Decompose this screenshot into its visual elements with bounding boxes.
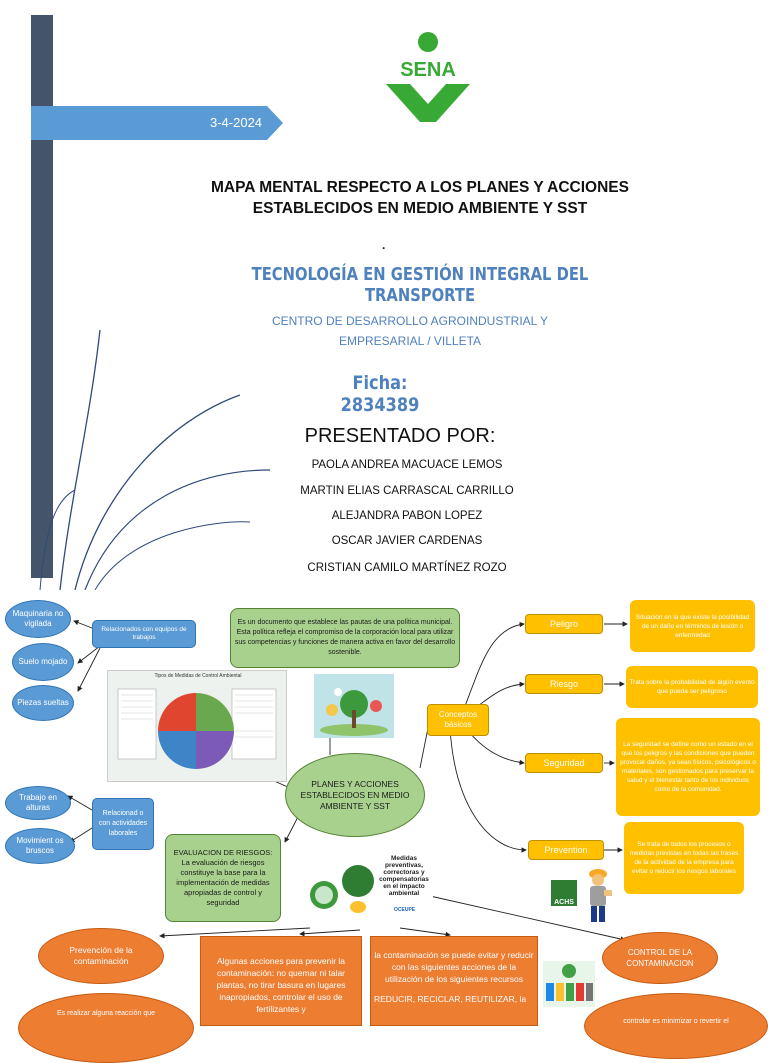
policy-definition: Es un documento que establece las pautas… — [230, 608, 460, 668]
concept-safety: Seguridad — [525, 753, 603, 773]
svg-text:SENA: SENA — [400, 59, 456, 81]
pollution-control-detail: controlar es minimizar o revertir el — [584, 993, 768, 1059]
training-center: CENTRO DE DESARROLLO AGROINDUSTRIAL Y EM… — [230, 311, 590, 351]
basic-concepts: Conceptos básicos — [427, 704, 489, 736]
concept-hazard: Peligro — [525, 614, 603, 634]
hazard-loose-parts: Piezas sueltas — [12, 685, 74, 721]
program-name: TECNOLOGÍA EN GESTIÓN INTEGRAL DEL TRANS… — [251, 264, 589, 306]
author-name: ALEJANDRA PABON LOPEZ — [331, 510, 483, 522]
control-measures-diagram: Tipos de Medidas de Control Ambiental — [107, 670, 287, 782]
activity-related-label: Relacionad o con actividades laborales — [92, 798, 154, 850]
recycling-bins-icon — [543, 961, 595, 1007]
author-name: CRISTIAN CAMILO MARTÍNEZ ROZO — [307, 562, 507, 574]
pie-diagram-graphic — [117, 688, 277, 769]
center-line-1: CENTRO DE DESARROLLO AGROINDUSTRIAL Y — [271, 314, 549, 328]
title-line-1: MAPA MENTAL RESPECTO A LOS PLANES Y ACCI… — [211, 179, 629, 196]
document-title: MAPA MENTAL RESPECTO A LOS PLANES Y ACCI… — [150, 177, 690, 219]
hazard-sudden-movements: Movimient os bruscos — [5, 828, 75, 864]
concept-prevention-definition: Se trata de todos los procesos o medidas… — [624, 822, 744, 894]
reduction-actions: la contaminación se puede evitar y reduc… — [370, 936, 538, 1026]
date-banner — [31, 106, 283, 140]
reduction-actions-text: la contaminación se puede evitar y reduc… — [374, 950, 534, 984]
pollution-prevention: Prevención de la contaminación — [38, 928, 164, 984]
decorative-curves — [39, 329, 271, 590]
author-name: OSCAR JAVIER CARDENAS — [331, 535, 483, 547]
center-line-2: EMPRESARIAL / VILLETA — [338, 334, 482, 348]
pollution-control: CONTROL DE LA CONTAMINACION — [602, 932, 718, 984]
ficha-number: Ficha: 2834389 — [340, 372, 420, 416]
concept-prevention: Prevention — [528, 840, 604, 860]
presented-by-heading: PRESENTADO POR: — [304, 425, 496, 447]
author-name: MARTIN ELIAS CARRASCAL CARRILLO — [300, 485, 514, 497]
concept-hazard-definition: Situación en la que existe la posibilida… — [630, 600, 755, 652]
risk-evaluation: EVALUACION DE RIESGOS: La evaluación de … — [165, 834, 281, 922]
concept-risk-definition: Trata sobre la probabilidad de algún eve… — [626, 666, 758, 708]
title-line-2: ESTABLECIDOS EN MEDIO AMBIENTE Y SST — [252, 200, 588, 217]
sena-logo: SENA — [386, 32, 470, 122]
preventive-measures-image: Medidas preventivas, correctoras y compe… — [308, 851, 433, 919]
decorative-vertical-bar — [31, 15, 53, 578]
dot: . — [382, 238, 386, 252]
equipment-related-label: Relacionados con equipos de trabajos — [92, 620, 196, 648]
pollution-prevention-detail: Es realizar alguna reacción que — [18, 993, 194, 1063]
concept-safety-definition: La seguridad se define como un estado en… — [616, 718, 760, 816]
worker-icon — [589, 869, 612, 922]
achs-logo: ACHS — [551, 880, 577, 906]
mind-map: Maquinaria no vigilada Suelo mojado Piez… — [0, 588, 768, 1063]
hazard-unguarded-machinery: Maquinaria no vigilada — [5, 600, 71, 638]
diagram-title: Tipos de Medidas de Control Ambiental — [154, 673, 242, 679]
environment-illustration — [314, 674, 394, 738]
reduction-actions-list: REDUCIR, RECICLAR, REUTILIZAR, la — [374, 994, 527, 1004]
hazard-work-at-height: Trabajo en alturas — [5, 786, 71, 820]
central-topic: PLANES Y ACCIONES ESTABLECIDOS EN MEDIO … — [285, 753, 425, 837]
prevention-actions: Algunas acciones para prevenir la contam… — [200, 936, 362, 1026]
author-name: PAOLA ANDREA MACUACE LEMOS — [311, 459, 503, 471]
concept-risk: Riesgo — [525, 674, 603, 694]
measures-caption: Medidas preventivas, correctoras y compe… — [379, 855, 429, 897]
date: 3-4-2024 — [210, 115, 263, 130]
measures-brand: OCEUPE — [394, 907, 416, 913]
hazard-wet-floor: Suelo mojado — [12, 643, 74, 681]
